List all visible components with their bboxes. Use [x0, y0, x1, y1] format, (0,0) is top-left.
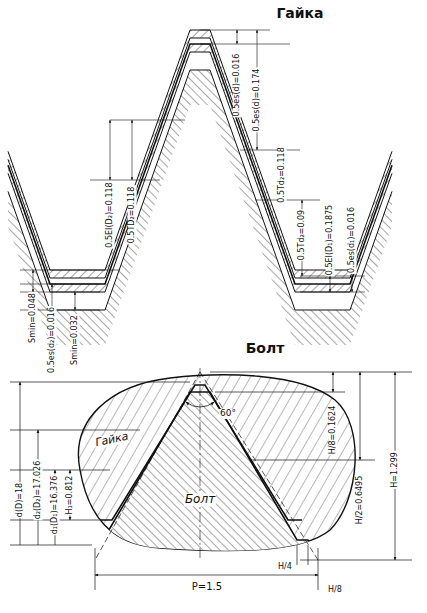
- dimension-label: Smin=0.032: [71, 314, 80, 366]
- dimension-label: d₂(D₂)=17.026: [34, 460, 43, 521]
- dimension-label: 0.5es(d₁)=0.016: [348, 206, 357, 274]
- dimension-label: H/8: [327, 586, 343, 595]
- bolt-profile: [10, 368, 412, 590]
- dimension-line: [237, 30, 238, 44]
- profile-line: [8, 38, 392, 278]
- dimension-line: [110, 120, 111, 180]
- dimension-label: 0.5EI(D₁)=0.1875: [326, 204, 335, 276]
- dimension-line: [352, 276, 353, 292]
- dimension-label: H/8=0.1624: [329, 405, 338, 456]
- dimension-label: 0.5es(d)=0.174: [253, 68, 262, 133]
- profile-line: [8, 44, 392, 284]
- extension-line: [20, 284, 100, 285]
- extension-line: [255, 200, 320, 201]
- profile-line: [8, 70, 392, 310]
- profile-line: [8, 52, 392, 292]
- extension-line: [20, 270, 120, 271]
- dimension-label: 0.5Td₂=0.09: [298, 209, 307, 261]
- extension-line: [90, 180, 160, 181]
- dimension-label: P=1.5: [191, 581, 223, 592]
- dimension-label: Smin=0.048: [29, 292, 38, 344]
- dimension-label: d(D)=18: [16, 482, 25, 518]
- dimension-label: Гайка: [93, 430, 130, 449]
- dimension-line: [33, 270, 34, 292]
- dimension-label: 60°: [219, 409, 237, 419]
- dimension-label: H/4: [277, 563, 293, 572]
- dimension-label: d₁(D₁)=16.376: [51, 475, 60, 536]
- tolerance-band: [8, 30, 392, 278]
- tolerance-band: [8, 70, 392, 345]
- dimension-label: 0.5Td₂=0.118: [278, 146, 287, 204]
- nut-profile: [8, 30, 392, 345]
- dimension-line: [330, 276, 331, 292]
- extension-line: [200, 44, 290, 45]
- dimension-line: [132, 120, 133, 180]
- dimension-label: H₁=0.812: [66, 475, 75, 516]
- extension-line: [200, 30, 270, 31]
- dimension-label: 0.5EI(D₂)=0.118: [106, 181, 115, 248]
- dimension-line: [75, 292, 76, 310]
- extension-line: [300, 292, 365, 293]
- dimension-label: 0.5es(d)=0.016: [233, 53, 242, 118]
- extension-line: [240, 150, 300, 151]
- dimension-label: H/2=0.6495: [356, 475, 365, 526]
- part-name: Болт: [184, 493, 216, 506]
- dimension-label: H=1.299: [391, 451, 400, 489]
- extension-line: [110, 120, 185, 121]
- dimension-label: 0.5TD₂=0.118: [128, 186, 137, 245]
- part-name: Болт: [245, 341, 286, 356]
- part-name: Гайка: [275, 6, 324, 21]
- dimension-label: 0.5es(d₂)=0.016: [48, 306, 57, 374]
